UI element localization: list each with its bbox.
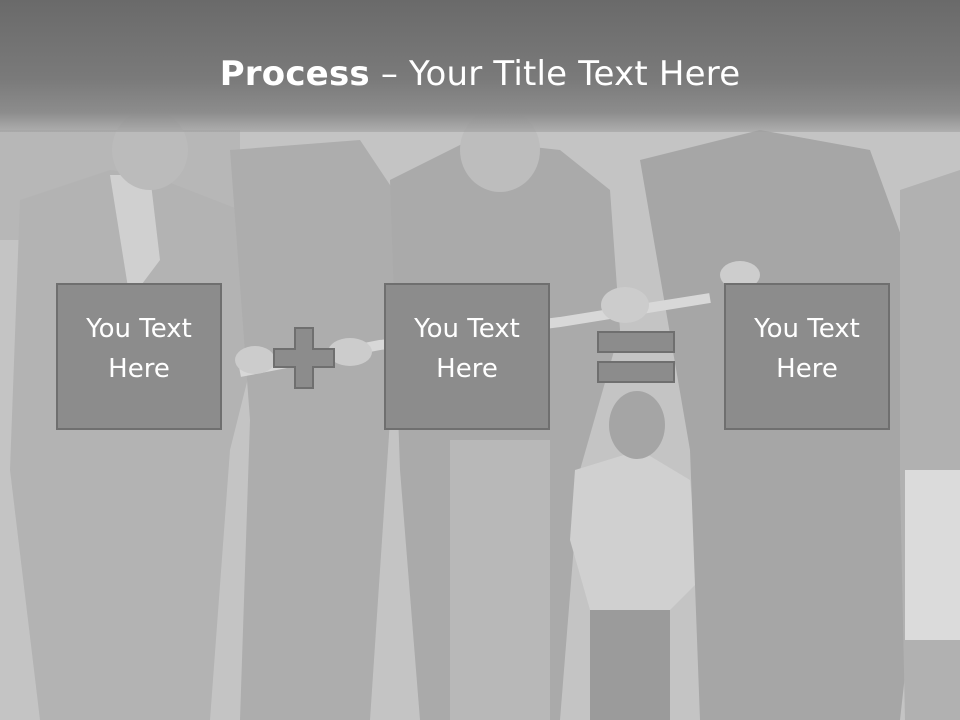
process-box-text: You Text Here [86,313,192,384]
process-box-text: You Text Here [414,313,520,384]
process-box-text: You Text Here [754,313,860,384]
title-band [0,0,960,132]
title-bold: Process [219,54,370,94]
slide-title: Process – Your Title Text Here [0,52,960,96]
plus-icon [273,327,335,389]
title-rest: – Your Title Text Here [369,54,741,94]
process-box-3[interactable]: You Text Here [724,283,890,430]
process-box-1[interactable]: You Text Here [56,283,222,430]
process-box-2[interactable]: You Text Here [384,283,550,430]
equals-icon [597,331,675,383]
